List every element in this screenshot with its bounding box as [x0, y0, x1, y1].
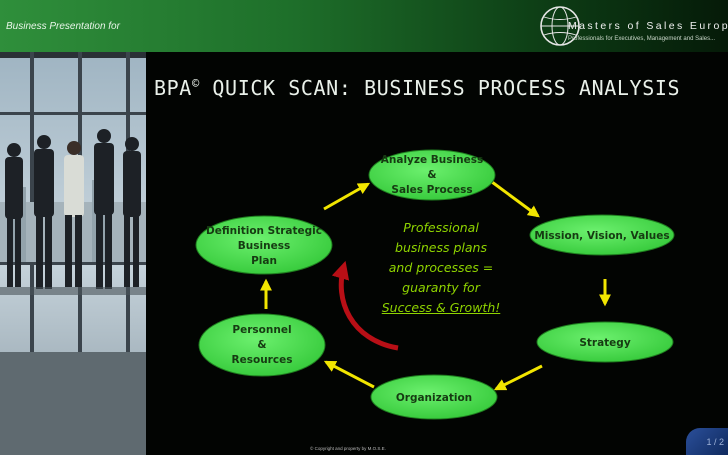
node-personnel-resources: Personnel & Resources	[198, 313, 326, 377]
node-analyze-line-1: Analyze Business	[381, 154, 483, 166]
arrow-definition-to-analyze	[323, 182, 371, 211]
node-definition-line-1: Definition Strategic	[206, 225, 322, 237]
title-prefix: BPA	[154, 76, 192, 100]
node-definition-line-3: Plan	[251, 255, 277, 267]
node-personnel-line-1: Personnel	[232, 324, 291, 336]
slide-title: BPA© QUICK SCAN: BUSINESS PROCESS ANALYS…	[154, 76, 680, 100]
page-number-badge: 1 / 2	[686, 428, 728, 455]
process-cycle-diagram: Analyze Business & Sales Process Mission…	[195, 149, 675, 420]
title-text: QUICK SCAN: BUSINESS PROCESS ANALYSIS	[199, 76, 681, 100]
node-mission-line-1: Mission, Vision, Values	[534, 230, 669, 242]
node-definition-line-2: Business	[238, 240, 290, 252]
center-line-3: and processes =	[388, 260, 494, 275]
arrow-organization-to-personnel	[323, 360, 375, 389]
arrow-strategy-to-organization	[493, 364, 543, 391]
center-line-4: guaranty for	[402, 280, 480, 295]
red-curved-arrow	[331, 260, 399, 351]
center-statement: Professional business plans and processe…	[366, 218, 516, 318]
node-analyze-line-3: Sales Process	[391, 184, 472, 196]
copyright-notice: © Copyright and property by M.O.S.E.	[310, 446, 386, 451]
node-strategy-line-1: Strategy	[579, 337, 631, 349]
node-personnel-line-2: &	[257, 339, 266, 351]
presentation-label: Business Presentation for	[6, 21, 120, 32]
page-number: 1 / 2	[706, 437, 724, 447]
title-copyright-mark: ©	[191, 76, 200, 91]
center-line-1: Professional	[403, 220, 479, 235]
node-definition-strategic-business-plan: Definition Strategic Business Plan	[195, 215, 333, 275]
business-people-photo	[0, 52, 146, 455]
node-analyze-business: Analyze Business & Sales Process	[368, 149, 496, 201]
node-analyze-line-2: &	[427, 169, 436, 181]
company-name: Masters of Sales Europe B.V.	[568, 20, 728, 32]
globe-logo-icon	[540, 6, 580, 46]
company-tagline: Professionals for Executives, Management…	[568, 36, 716, 42]
center-line-2: business plans	[395, 240, 487, 255]
center-line-5: Success & Growth!	[381, 300, 501, 315]
node-mission-vision-values: Mission, Vision, Values	[529, 214, 675, 256]
header-bar: Business Presentation for Masters of Sal…	[0, 0, 728, 52]
node-organization-line-1: Organization	[396, 392, 472, 404]
arrow-analyze-to-mission	[491, 180, 540, 218]
node-organization: Organization	[370, 374, 498, 420]
node-personnel-line-3: Resources	[232, 354, 293, 366]
node-strategy: Strategy	[536, 321, 674, 363]
